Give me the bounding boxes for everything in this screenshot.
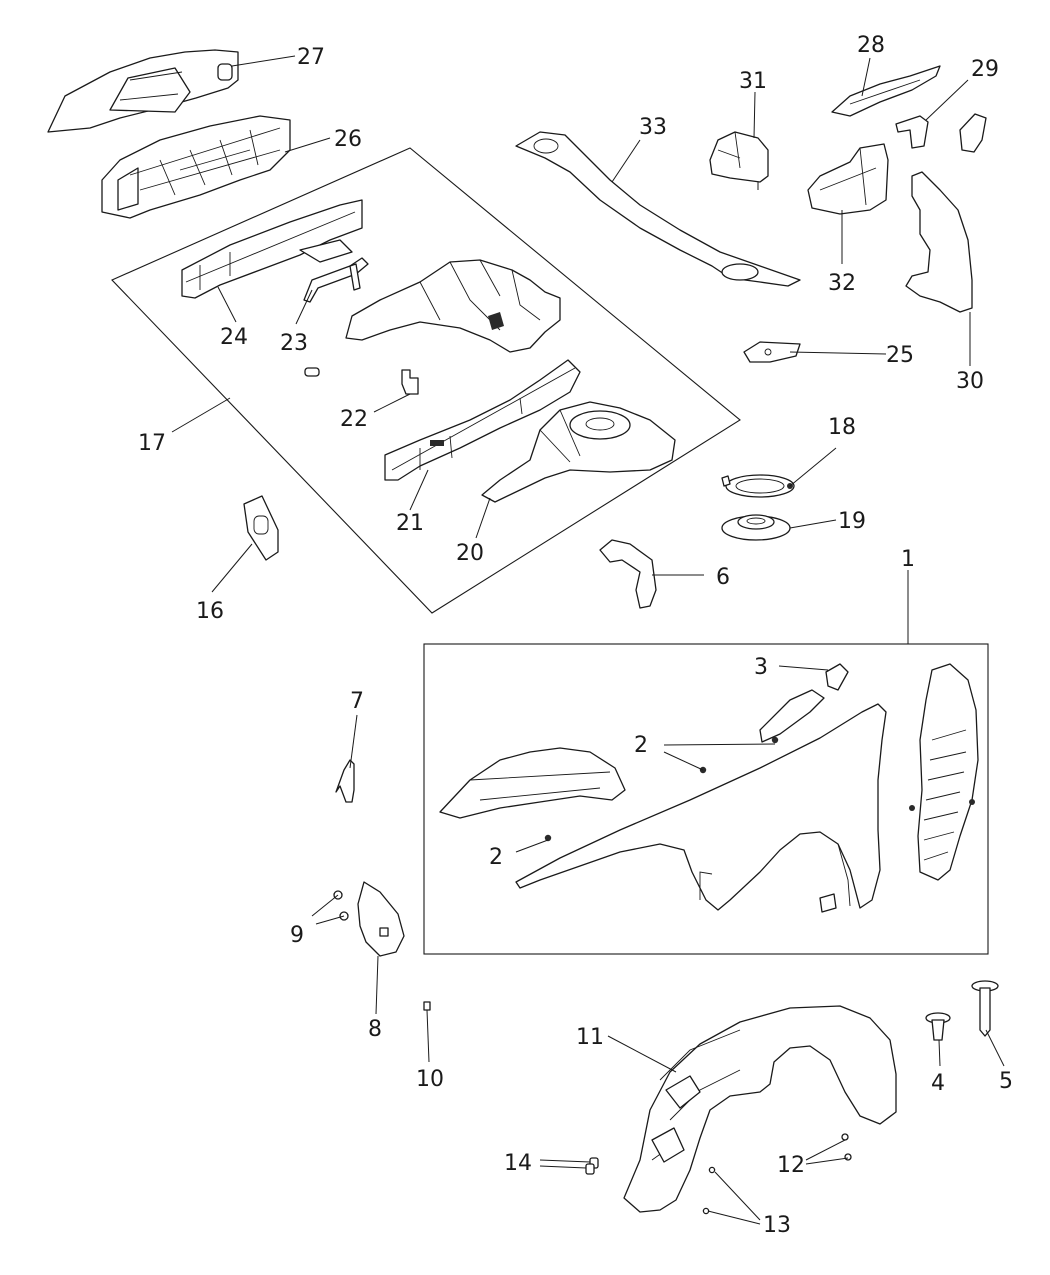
label-23: 23 — [280, 331, 308, 356]
label-5: 5 — [999, 1069, 1013, 1094]
part-26 — [101, 115, 291, 219]
label-33: 33 — [639, 115, 667, 140]
label-21: 21 — [396, 511, 424, 536]
group-17-frame — [111, 147, 741, 614]
part-14-clips — [585, 1157, 599, 1175]
label-2-upper: 2 — [634, 733, 648, 758]
part-27 — [47, 49, 239, 133]
part-19 — [721, 514, 791, 541]
label-17: 17 — [138, 431, 166, 456]
label-29: 29 — [971, 57, 999, 82]
part-20 — [481, 401, 676, 503]
label-7: 7 — [350, 689, 364, 714]
part-31 — [709, 131, 769, 190]
part-7 — [335, 759, 355, 803]
label-27: 27 — [297, 45, 325, 70]
label-28: 28 — [857, 33, 885, 58]
leader-lines — [171, 55, 1005, 1225]
small-stud — [304, 367, 320, 377]
fender — [515, 703, 887, 913]
label-1: 1 — [901, 547, 915, 572]
label-19: 19 — [838, 509, 866, 534]
label-22: 22 — [340, 407, 368, 432]
apron-upper — [345, 259, 561, 353]
part-12-clips — [841, 1133, 852, 1161]
label-9: 9 — [290, 923, 304, 948]
part-3 — [825, 663, 849, 691]
part-30 — [905, 171, 973, 313]
part-4-pin — [925, 1012, 951, 1041]
part-9-screws — [333, 890, 349, 921]
label-11: 11 — [576, 1025, 604, 1050]
wheel-liner — [623, 1005, 897, 1213]
label-14: 14 — [504, 1151, 532, 1176]
label-8: 8 — [368, 1017, 382, 1042]
part-21 — [384, 359, 581, 481]
part-16 — [243, 495, 279, 561]
part-13-clips — [702, 1166, 716, 1215]
part-22 — [401, 369, 419, 395]
part-6 — [599, 539, 657, 609]
part-8 — [357, 881, 405, 957]
part-23 — [303, 257, 369, 303]
label-32: 32 — [828, 271, 856, 296]
label-24: 24 — [220, 325, 248, 350]
label-4: 4 — [931, 1071, 945, 1096]
callout-labels: 27 26 28 29 31 33 32 30 25 24 23 22 17 2… — [138, 33, 1013, 1238]
fender-side-shield — [909, 663, 979, 881]
label-2-lower: 2 — [489, 845, 503, 870]
part-5-pin — [971, 980, 999, 1037]
label-30: 30 — [956, 369, 984, 394]
label-18: 18 — [828, 415, 856, 440]
fender-support-left — [439, 747, 626, 819]
part-25 — [743, 341, 801, 363]
label-13: 13 — [763, 1213, 791, 1238]
group-1-frame — [423, 643, 989, 955]
label-3: 3 — [754, 655, 768, 680]
part-29 — [895, 113, 987, 153]
label-6: 6 — [716, 565, 730, 590]
label-16: 16 — [196, 599, 224, 624]
label-26: 26 — [334, 127, 362, 152]
fender-reinforcement — [759, 689, 825, 743]
part-28 — [831, 65, 941, 117]
part-10 — [423, 1001, 431, 1011]
label-12: 12 — [777, 1153, 805, 1178]
part-33 — [515, 131, 801, 287]
part-32 — [807, 143, 889, 215]
label-25: 25 — [886, 343, 914, 368]
part-18 — [721, 474, 795, 498]
label-31: 31 — [739, 69, 767, 94]
label-20: 20 — [456, 541, 484, 566]
part-24 — [181, 199, 363, 299]
label-10: 10 — [416, 1067, 444, 1092]
